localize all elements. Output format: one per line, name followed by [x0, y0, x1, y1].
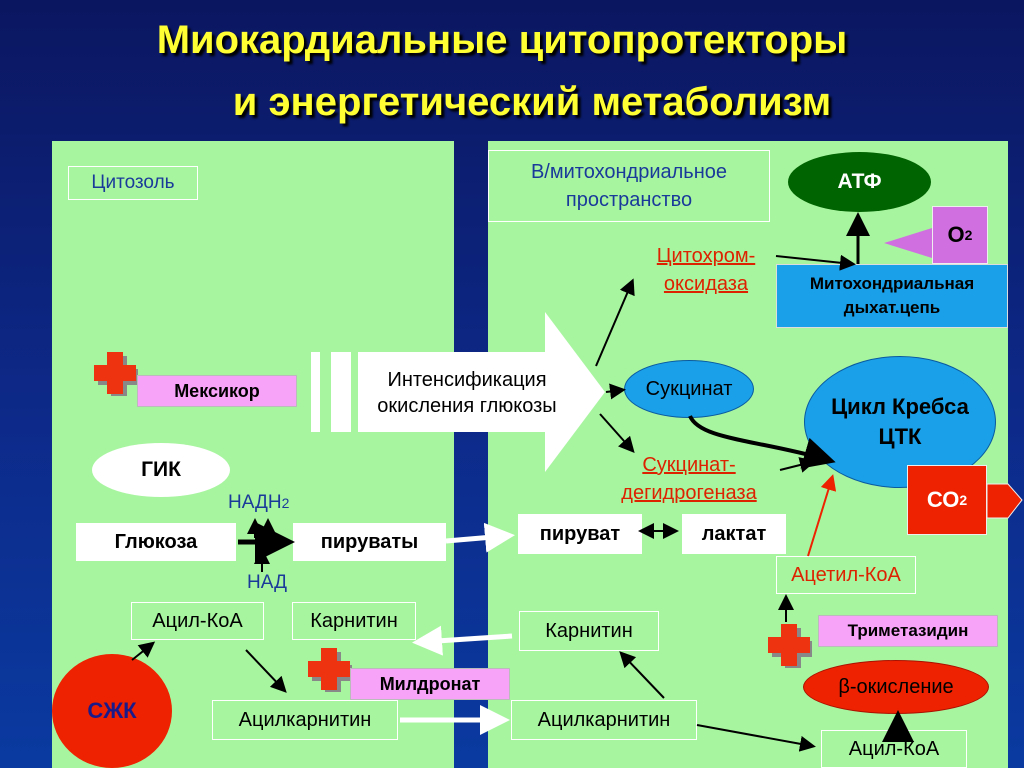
- resp-chain-line2: дыхат.цепь: [843, 298, 941, 317]
- intensification-line2: окисления глюкозы: [377, 395, 557, 417]
- slide-title-line1: Миокардиальные цитопротекторы: [156, 18, 848, 62]
- acylcarnitine-left: Ацилкарнитин: [212, 700, 398, 740]
- szhk-node: СЖК: [52, 654, 172, 768]
- co2-text: СО: [926, 487, 960, 512]
- cytochrome-oxidase: Цитохром- оксидаза: [636, 240, 776, 300]
- krebs-line2: ЦТК: [878, 424, 922, 449]
- succinate-node: Сукцинат: [624, 360, 754, 418]
- o2-text: О: [947, 222, 965, 247]
- sdh-line2: дегидрогеназа: [621, 482, 757, 504]
- carnitine-right: Карнитин: [519, 611, 659, 651]
- carnitine-left: Карнитин: [292, 602, 416, 640]
- meksikor-drug: Мексикор: [137, 375, 297, 407]
- co2-subscript: 2: [959, 492, 968, 508]
- acetyl-coa-node: Ацетил-КоА: [776, 556, 916, 594]
- pyruvates-node: пируваты: [293, 523, 446, 561]
- cytosol-label: Цитозоль: [68, 166, 198, 200]
- cross-icon: [94, 352, 138, 396]
- mildronate-drug: Милдронат: [350, 668, 510, 700]
- cross-icon: [768, 624, 812, 668]
- acylcarnitine-right: Ацилкарнитин: [511, 700, 697, 740]
- gik-node: ГИК: [92, 443, 230, 497]
- intermembrane-line1: В/митохондриальное: [530, 161, 728, 183]
- trimetazidine-drug: Триметазидин: [818, 615, 998, 647]
- intermembrane-space-label: В/митохондриальное пространство: [488, 150, 770, 222]
- succinate-dehydrogenase: Сукцинат- дегидрогеназа: [598, 448, 780, 510]
- nadh-text: НАДН: [228, 492, 282, 513]
- nad-label: НАД: [247, 572, 287, 593]
- intensification-text: Интенсификация окисления глюкозы: [352, 362, 582, 424]
- resp-chain-line1: Митохондриальная: [809, 274, 975, 293]
- pyruvate-node: пируват: [518, 514, 642, 554]
- lactate-node: лактат: [682, 514, 786, 554]
- cross-icon: [308, 648, 352, 692]
- intermembrane-line2: пространство: [565, 189, 693, 211]
- nadh-subscript: 2: [281, 495, 290, 511]
- cytochrome-line1: Цитохром-: [656, 245, 756, 267]
- slide-title-line2: и энергетический метаболизм: [232, 80, 832, 124]
- sdh-line1: Сукцинат-: [642, 454, 736, 476]
- krebs-line1: Цикл Кребса: [831, 394, 969, 419]
- beta-oxidation-node: β-окисление: [803, 660, 989, 714]
- intensification-line1: Интенсификация: [387, 369, 547, 391]
- glucose-node: Глюкоза: [76, 523, 236, 561]
- acyl-coa-left: Ацил-КоА: [131, 602, 264, 640]
- o2-subscript: 2: [964, 227, 973, 243]
- respiratory-chain-node: Митохондриальная дыхат.цепь: [776, 264, 1008, 328]
- atf-node: АТФ: [788, 152, 931, 212]
- cytochrome-line2: оксидаза: [663, 273, 749, 295]
